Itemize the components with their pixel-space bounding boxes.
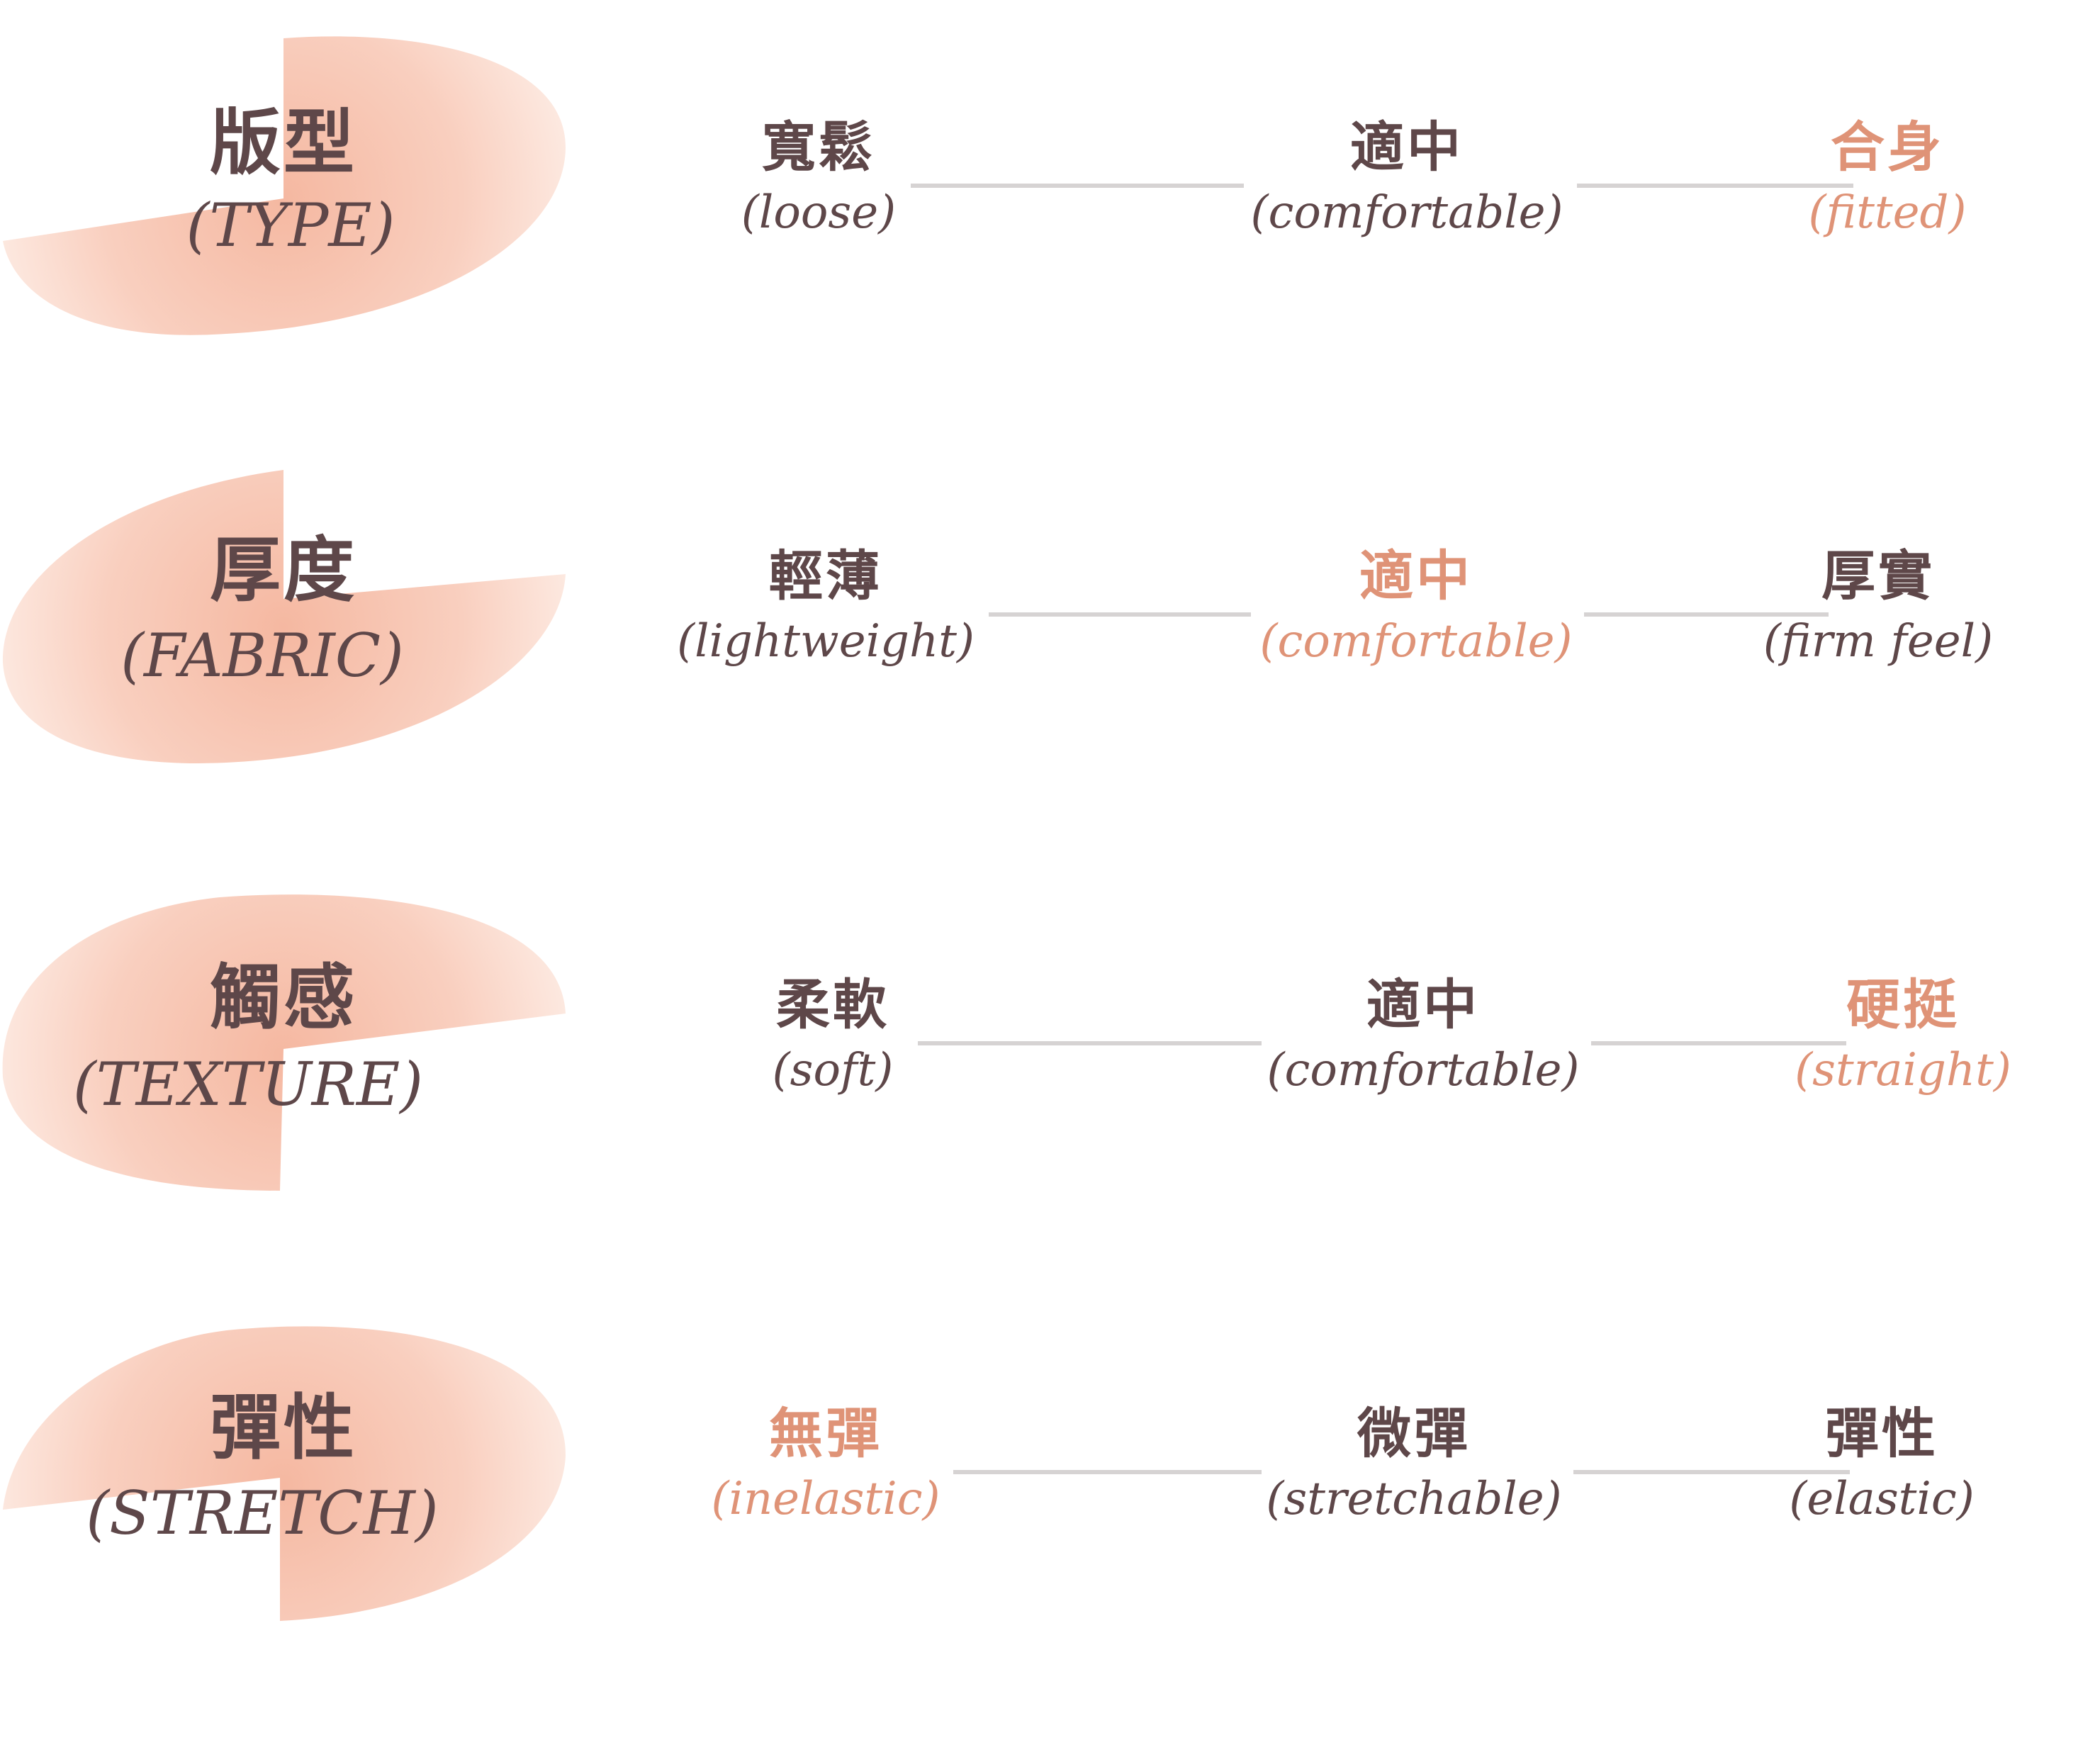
- option-inelastic: 無彈 (inelastic): [641, 1407, 1010, 1522]
- option-label-zh: 合身: [1831, 116, 1944, 179]
- attribute-title-zh: 彈性: [210, 1386, 357, 1469]
- option-comfortable: 適中 (comfortable): [1232, 544, 1600, 668]
- option-label-en: (fitted): [1808, 186, 1967, 239]
- option-label-zh: 柔軟: [776, 973, 889, 1036]
- option-soft: 柔軟 (soft): [648, 973, 1017, 1096]
- option-label-zh: 微彈: [1357, 1402, 1471, 1465]
- option-label-en: (comfortable): [1259, 615, 1573, 668]
- scale-connector-line: [1584, 612, 1829, 617]
- option-label-zh: 厚實: [1821, 544, 1935, 607]
- option-label-zh: 硬挺: [1846, 973, 1960, 1036]
- option-label-en: (comfortable): [1267, 1044, 1580, 1096]
- scale-connector-line: [1577, 184, 1853, 188]
- attribute-title-zh: 厚度: [210, 529, 357, 612]
- option-firm-feel: 厚實 (firm feel): [1694, 544, 2062, 668]
- attribute-label-blob: 版型 (TYPE): [0, 28, 581, 340]
- attribute-row-fabric: 厚度 (FABRIC) 輕薄 (lightweight) 適中 (comfort…: [0, 457, 2100, 882]
- option-loose: 寬鬆 (loose): [634, 116, 1003, 239]
- attribute-label-blob: 厚度 (FABRIC): [0, 457, 581, 769]
- option-label-zh: 適中: [1359, 544, 1473, 607]
- option-label-en: (inelastic): [711, 1473, 940, 1525]
- option-comfortable: 適中 (comfortable): [1223, 116, 1591, 239]
- attribute-title-en: (TYPE): [186, 191, 395, 260]
- scale-connector-line: [953, 1470, 1262, 1474]
- attribute-title-en: (FABRIC): [120, 621, 404, 690]
- option-lightweight: 輕薄 (lightweight): [641, 544, 1010, 668]
- option-comfortable: 適中 (comfortable): [1239, 973, 1607, 1096]
- scale-connector-line: [911, 184, 1244, 188]
- petal-shape-icon: [3, 36, 566, 335]
- option-label-zh: 寬鬆: [762, 116, 875, 179]
- scale-connector-line: [989, 612, 1251, 617]
- attribute-title-en: (STRETCH): [86, 1478, 439, 1548]
- option-label-en: (loose): [741, 186, 897, 239]
- option-label-en: (elastic): [1789, 1473, 1975, 1525]
- option-label-zh: 彈性: [1825, 1402, 1938, 1465]
- attribute-title-en: (TEXTURE): [72, 1050, 424, 1119]
- option-label-zh: 適中: [1350, 116, 1464, 179]
- option-label-en: (firm feel): [1763, 615, 1994, 668]
- petal-shape-icon: [3, 1326, 566, 1621]
- petal-shape-icon: [2, 470, 566, 763]
- scale-connector-line: [1591, 1041, 1846, 1045]
- option-label-zh: 輕薄: [769, 544, 882, 607]
- scale-connector-line: [1573, 1470, 1850, 1474]
- option-label-en: (stretchable): [1266, 1473, 1562, 1525]
- attribute-row-stretch: 彈性 (STRETCH) 無彈 (inelastic) 微彈 (stretcha…: [0, 1315, 2100, 1740]
- attribute-row-texture: 觸感 (TEXTURE) 柔軟 (soft) 適中 (comfortable) …: [0, 886, 2100, 1311]
- option-label-en: (straight): [1795, 1044, 2011, 1096]
- attribute-title-zh: 觸感: [210, 956, 357, 1039]
- option-label-zh: 無彈: [769, 1402, 882, 1465]
- petal-shape-icon: [2, 894, 566, 1191]
- attribute-label-blob: 彈性 (STRETCH): [0, 1315, 581, 1627]
- option-fitted: 合身 (fitted): [1703, 116, 2072, 239]
- option-label-en: (comfortable): [1250, 186, 1563, 239]
- option-stretchable: 微彈 (stretchable): [1230, 1407, 1598, 1522]
- scale-connector-line: [918, 1041, 1262, 1045]
- attribute-row-type: 版型 (TYPE) 寬鬆 (loose) 適中 (comfortable) 合身…: [0, 28, 2100, 454]
- option-label-en: (lightweight): [677, 615, 975, 668]
- option-elastic: 彈性 (elastic): [1697, 1407, 2066, 1522]
- option-label-en: (soft): [772, 1044, 894, 1096]
- option-label-zh: 適中: [1366, 973, 1480, 1036]
- attribute-label-blob: 觸感 (TEXTURE): [0, 886, 581, 1198]
- option-straight: 硬挺 (straight): [1719, 973, 2087, 1096]
- attribute-title-zh: 版型: [210, 101, 357, 184]
